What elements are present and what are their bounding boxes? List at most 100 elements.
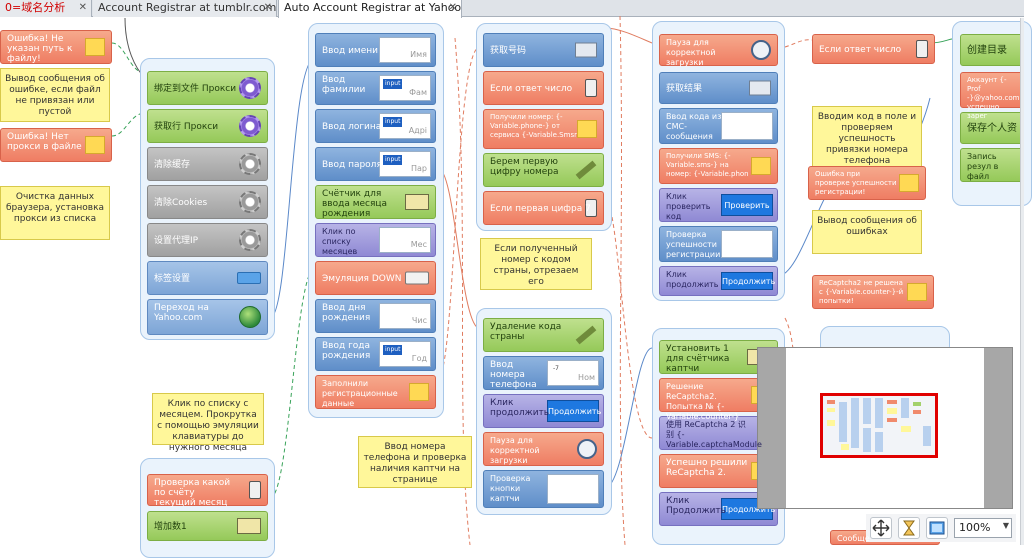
verify-button-preview: Проверить [721,194,773,216]
node-recaptcha-failed[interactable]: ReCaptcha2 не решена с {-Variable.counte… [812,275,934,309]
minimap-viewport[interactable] [820,393,938,458]
node-filled-registration[interactable]: Заполнили регистрационные данные [315,375,436,409]
node-got-number[interactable]: Получили номер: {-Variable.phone-} от се… [483,109,604,149]
node-save-profile[interactable]: 保存个人资 [960,112,1024,144]
node-check-month[interactable]: Проверка какой по счёту текущий месяц [147,474,268,508]
tab-icon [237,272,261,284]
error-no-proxy[interactable]: Ошибка! Нет прокси в файле [0,128,112,162]
sticky-note-icon [907,283,927,301]
sticky-note-icon [577,120,597,138]
node-create-dir[interactable]: 创建目录 [960,34,1024,66]
pen-icon [575,160,597,180]
node-if-first-7[interactable]: Если первая цифра 7 [483,191,604,225]
close-icon[interactable]: ✕ [448,2,457,13]
vertical-scrollbar[interactable] [1020,18,1024,545]
note-month-scroll: Клик по списку с месяцем. Прокрутка с по… [152,393,264,453]
clock-icon [577,439,597,459]
sticky-note-icon [409,383,429,401]
preview-field: Чис [379,303,431,329]
node-enter-sms-code[interactable]: Ввод кода из СМС-сообщения [659,108,778,144]
node-got-sms[interactable]: Получили SMS: {-Variable.sms-} на номер:… [659,148,778,184]
zoom-value: 100% [959,521,991,534]
tab-label: Auto Account Registrar at Yahoo [284,1,462,14]
error-no-file-path[interactable]: Ошибка! Не указан путь к файлу! [0,30,112,64]
close-icon[interactable]: ✕ [78,2,87,13]
counter-icon [405,194,429,210]
node-pause-load-2[interactable]: Пауза для корректной загрузки [659,34,778,67]
preview-field: Имя [379,37,431,63]
node-check-captcha[interactable]: Проверка кнопки каптчи [483,470,604,508]
sticky-note-icon [899,174,919,192]
phone-icon [585,199,597,217]
node-set-proxy-ip[interactable]: 设置代理IP [147,223,268,257]
phone-icon [249,481,261,499]
envelope-icon [575,42,597,58]
phone-icon [585,79,597,97]
note-error-output: Вывод сообщения об ошибках [812,210,922,254]
sticky-note-icon [85,38,105,56]
close-icon[interactable]: ✕ [263,2,272,13]
node-get-proxy-line[interactable]: 获取行 Прокси [147,109,268,143]
clock-icon [751,40,771,60]
note-file-error: Вывод сообщения об ошибке, если файл не … [0,68,110,122]
preview-field [721,230,773,258]
node-first-digit[interactable]: Берем первую цифру номера [483,153,604,187]
gear-icon [239,153,261,175]
note-cut-country-code: Если полученный номер с кодом страны, от… [480,238,592,290]
node-check-registration[interactable]: Проверка успешности регистрации [659,226,778,262]
preview-field [721,112,773,140]
node-if-number-2[interactable]: Если ответ число [812,34,935,64]
node-account-created[interactable]: Аккаунт {-Prof -}@yahoo.com успешно заре… [960,72,1024,120]
tab-tumblr-registrar[interactable]: Account Registrar at tumblr.com ✕ [93,0,277,17]
node-increment[interactable]: 增加数1 [147,511,268,541]
tab-yahoo-registrar[interactable]: Auto Account Registrar at Yahoo ✕ [278,0,462,18]
sticky-note-icon [751,157,771,175]
node-bind-proxy-file[interactable]: 绑定到文件 Прокси [147,71,268,105]
node-clear-cookies[interactable]: 清除Cookies [147,185,268,219]
node-clear-cache[interactable]: 清除缓存 [147,147,268,181]
node-write-result[interactable]: Запись резул в файл [960,148,1024,182]
hourglass-icon[interactable] [898,517,920,539]
tab-domain-analysis[interactable]: 0=域名分析 ✕ [0,0,92,17]
node-get-result[interactable]: 获取结果 [659,72,778,104]
preview-field [547,474,599,504]
fit-to-window-icon[interactable] [926,517,948,539]
node-registration-error[interactable]: Ошибка при проверке успешности регистрац… [808,166,926,200]
node-get-number[interactable]: 获取号码 [483,33,604,67]
zoom-select[interactable]: 100% ▼ [954,518,1012,538]
node-pause-load[interactable]: Пауза для корректной загрузки [483,432,604,466]
group-month-check [140,458,275,558]
node-if-number[interactable]: Если ответ число [483,71,604,105]
note-phone-captcha: Ввод номера телефона и проверка наличия … [358,436,472,488]
tab-bar: 0=域名分析 ✕ Account Registrar at tumblr.com… [0,0,1024,18]
minimap[interactable] [757,347,1013,509]
node-emulate-down[interactable]: Эмуляция DOWN [315,261,436,295]
gear-icon [239,191,261,213]
gear-icon [239,115,261,137]
node-goto-yahoo[interactable]: Переход на Yahoo.com [147,299,268,335]
node-tab-settings[interactable]: 标签设置 [147,261,268,295]
continue-button-preview: Продолжить [547,400,601,422]
node-month-counter[interactable]: Счётчик для ввода месяца рождения [315,185,436,219]
minimap-margin-right [984,348,1012,508]
node-remove-country-code[interactable]: Удаление кода страны [483,318,604,352]
move-icon[interactable] [870,517,892,539]
zoom-toolbar: 100% ▼ [866,514,1016,542]
gear-icon [239,229,261,251]
